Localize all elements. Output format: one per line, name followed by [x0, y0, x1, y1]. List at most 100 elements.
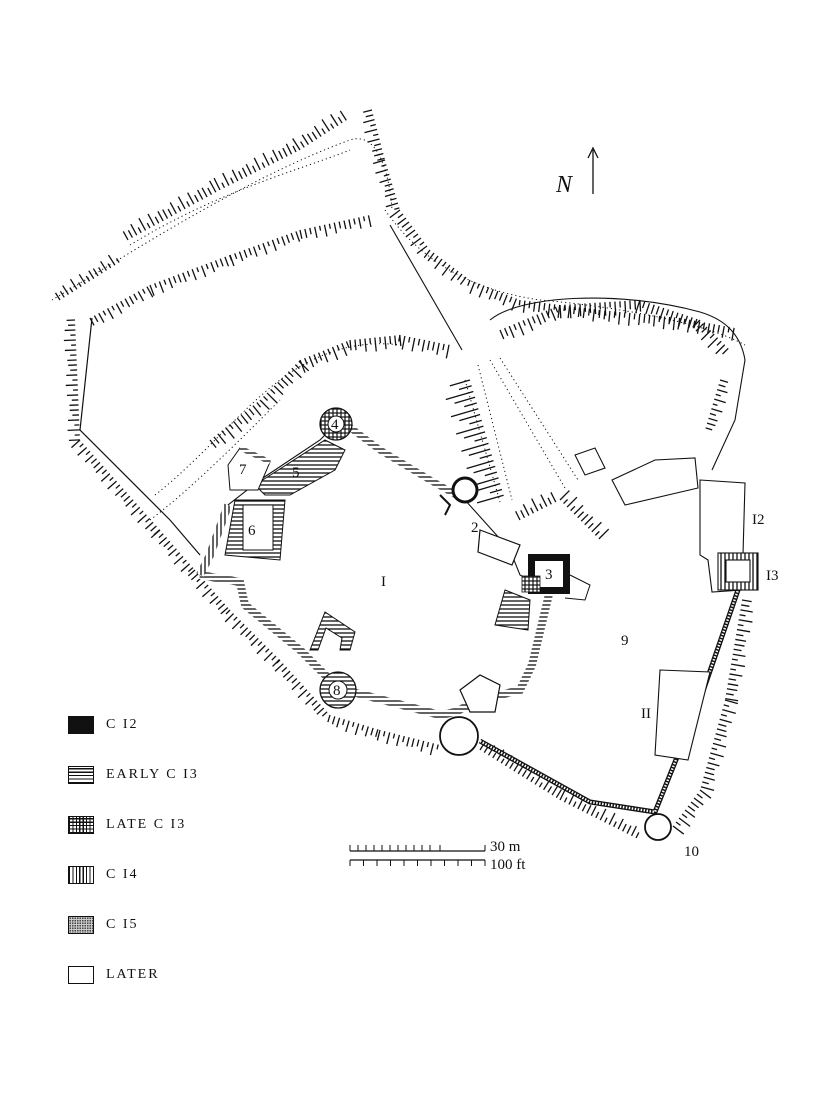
scarp-hachure: [566, 496, 578, 508]
outer-ditch-line: [489, 297, 746, 471]
scarp-hachure: [681, 813, 688, 819]
scarp-hachure: [508, 325, 515, 338]
scarp-hachure: [595, 811, 600, 819]
scarp-hachure: [71, 439, 81, 449]
scarp-hachure: [592, 309, 596, 322]
legend-swatch-c14: [68, 866, 94, 884]
scarp-hachure: [217, 603, 226, 611]
scarp-hachure: [146, 222, 151, 229]
scarp-hachure: [727, 683, 739, 687]
scarp-hachure: [587, 308, 591, 316]
scarp-hachure: [372, 159, 386, 165]
scarp-hachure: [85, 275, 91, 282]
scarp-hachure: [622, 823, 627, 832]
scarp-hachure: [299, 141, 305, 148]
scarp-hachure: [282, 670, 291, 678]
legend-swatch-c15: [68, 916, 94, 934]
scarp-hachure: [195, 580, 206, 590]
scarp-hachure: [115, 303, 123, 314]
scarp-hachure: [245, 163, 252, 175]
area-label-4: 4: [331, 417, 339, 433]
scarp-hachure: [321, 119, 331, 132]
scarp-hachure: [306, 692, 311, 698]
scarp-hachure: [142, 288, 146, 294]
scarp-hachure: [197, 189, 204, 200]
scarp-hachure: [390, 197, 397, 201]
scarp-hachure: [285, 143, 293, 155]
scarp-hachure: [158, 537, 168, 545]
scarp-hachure: [724, 699, 739, 705]
scarp-hachure: [59, 290, 65, 298]
scarp-hachure: [540, 494, 548, 507]
scarp-hachure: [707, 762, 720, 767]
scarp-hachure: [231, 169, 239, 182]
scarp-hachure: [367, 138, 380, 143]
scarp-hachure: [167, 544, 174, 551]
scarp-hachure: [629, 300, 632, 310]
scarp-hachure: [196, 267, 200, 273]
scarp-hachure: [563, 499, 569, 504]
scarp-hachure: [547, 497, 552, 505]
scarp-hachure: [733, 648, 742, 652]
scarp-hachure: [502, 294, 508, 306]
scarp-hachure: [215, 599, 222, 606]
scarp-hachure: [137, 227, 142, 234]
scarp-hachure: [304, 696, 315, 705]
scarp-hachure: [209, 180, 217, 193]
legend-label-later: LATER: [106, 967, 160, 982]
scarp-hachure: [589, 303, 592, 313]
scarp-hachure: [384, 188, 394, 192]
scarp-hachure: [107, 254, 116, 266]
scarp-hachure: [500, 758, 505, 764]
area-label-9: 9: [621, 633, 629, 649]
scarp-hachure: [222, 172, 230, 186]
scarp-hachure: [385, 202, 399, 208]
scarp-hachure: [331, 346, 339, 361]
scarp-hachure: [220, 607, 229, 615]
scarp-hachure: [550, 492, 557, 503]
scarp-hachure: [383, 173, 390, 177]
scarp-hachure: [643, 314, 646, 323]
scarp-hachure: [149, 284, 155, 296]
scarp-hachure: [241, 167, 248, 177]
scarp-hachure: [678, 817, 691, 827]
scarp-hachure: [169, 202, 177, 215]
scarp-hachure: [545, 310, 550, 319]
scarp-hachure: [256, 402, 262, 408]
scarp-hachure: [716, 728, 727, 733]
scarp-hachure: [362, 216, 366, 222]
scarp-hachure: [431, 341, 435, 351]
scarp-hachure: [384, 336, 387, 350]
scarp-hachure: [209, 439, 217, 449]
scarp-hachure: [741, 599, 752, 603]
scarp-hachure: [173, 555, 184, 565]
area-label-6: 6: [248, 523, 256, 539]
scarp-hachure: [715, 733, 727, 738]
scarp-hachure: [411, 337, 416, 352]
scarp-hachure: [375, 168, 389, 174]
scarp-hachure: [187, 567, 194, 573]
scarp-hachure: [102, 310, 107, 316]
scarp-hachure: [284, 374, 294, 384]
scarp-hachure: [547, 786, 553, 793]
scarp-hachure: [732, 653, 746, 658]
scarp-hachure: [239, 623, 245, 629]
scarp-hachure: [683, 318, 686, 325]
scarp-hachure: [417, 338, 421, 346]
scarp-hachure: [130, 506, 141, 516]
scarp-hachure: [175, 552, 181, 557]
scarp-hachure: [123, 495, 131, 502]
legend: C I2 EARLY C I3 LATE C I3 C I4 C I5 LATE…: [68, 700, 328, 1000]
scarp-hachure: [267, 241, 270, 247]
scarp-hachure: [604, 817, 608, 823]
scarp-hachure: [217, 433, 227, 444]
scarp-hachure: [77, 282, 82, 287]
scarp-hachure: [295, 231, 301, 242]
scarp-hachure: [348, 219, 352, 229]
scarp-hachure: [573, 504, 584, 515]
scarp-hachure: [709, 412, 717, 416]
scarp-hachure: [709, 333, 715, 339]
scarp-hachure: [469, 281, 476, 294]
scarp-hachure: [702, 322, 706, 330]
scarp-hachure: [488, 289, 494, 300]
